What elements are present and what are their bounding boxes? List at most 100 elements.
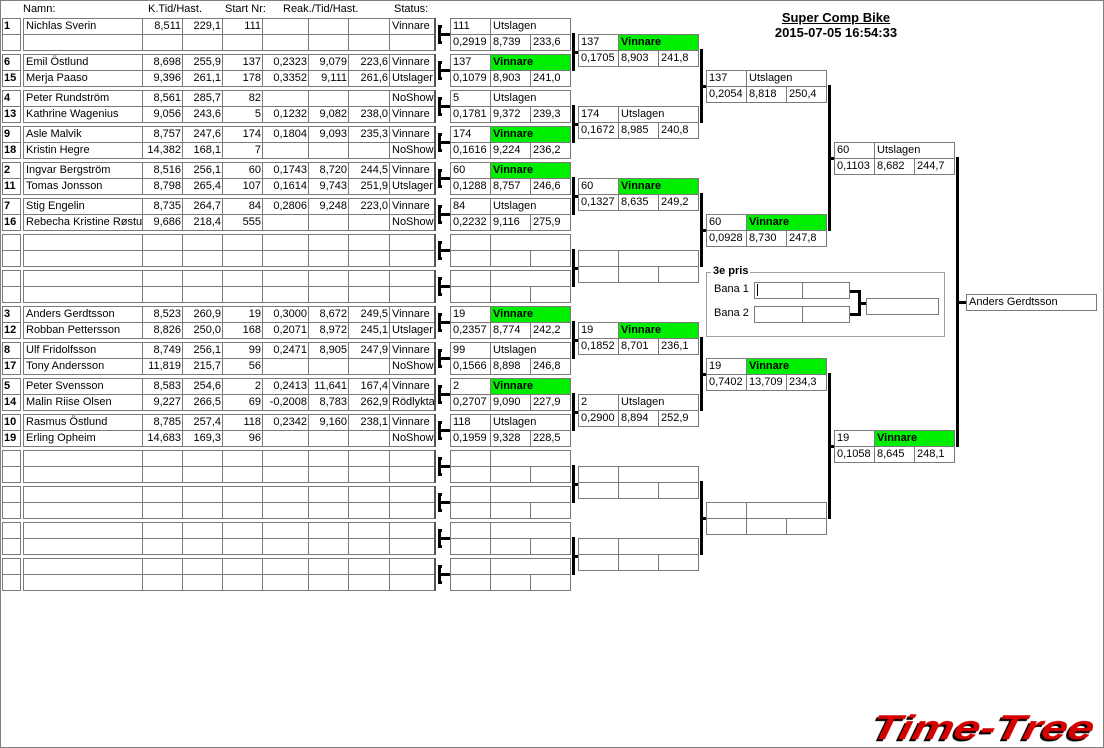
heat-speed	[658, 482, 699, 499]
bracket-line	[438, 457, 441, 475]
participant-reak	[262, 250, 310, 267]
champion-box: Anders Gerdtsson	[966, 294, 1097, 311]
third-result[interactable]	[866, 298, 939, 315]
participant-kt	[142, 234, 184, 251]
participant-name	[23, 34, 144, 51]
participant-status: Vinnare	[389, 306, 435, 323]
participant-reak	[262, 522, 310, 539]
participant-name: Anders Gerdtsson	[23, 306, 144, 323]
heat-speed	[530, 574, 571, 591]
seed-number	[2, 522, 21, 539]
participant-hast	[348, 558, 391, 575]
bracket-line	[956, 301, 966, 304]
heat-speed: 236,2	[530, 142, 571, 159]
bracket-line	[700, 373, 706, 376]
heat-start-number: 111	[450, 18, 491, 35]
participant-name: Stig Engelin	[23, 198, 144, 215]
participant-name: Asle Malvik	[23, 126, 144, 143]
row-border	[434, 522, 436, 555]
bracket-line	[440, 501, 450, 504]
participant-start	[222, 466, 264, 483]
participant-name: Kathrine Wagenius	[23, 106, 144, 123]
heat-time: 8,739	[490, 34, 531, 51]
participant-tid	[308, 430, 350, 447]
seed-number: 12	[2, 322, 21, 339]
lane2-num[interactable]	[754, 306, 803, 323]
row-border	[434, 450, 436, 483]
row-border	[434, 486, 436, 519]
participant-hast	[348, 18, 391, 35]
seed-number: 5	[2, 378, 21, 395]
participant-status: Vinnare	[389, 126, 435, 143]
participant-status: Utslager	[389, 70, 435, 87]
heat-start-number	[450, 270, 491, 287]
participant-tid: 8,672	[308, 306, 350, 323]
participant-status: Vinnare	[389, 342, 435, 359]
seed-number: 16	[2, 214, 21, 231]
participant-hast	[348, 234, 391, 251]
third-place-label: 3e pris	[711, 265, 751, 277]
bracket-line	[440, 105, 450, 108]
third-place-group	[706, 272, 945, 337]
seed-number	[2, 286, 21, 303]
participant-tid: 9,160	[308, 414, 350, 431]
seed-number: 11	[2, 178, 21, 195]
bracket-line	[440, 357, 450, 360]
bracket-line	[440, 33, 450, 36]
bracket-line	[440, 249, 450, 252]
participant-tid	[308, 90, 350, 107]
bracket-line	[438, 421, 442, 424]
participant-hast	[348, 286, 391, 303]
row-border	[434, 126, 436, 159]
heat-reaction: 0,2054	[706, 86, 747, 103]
participant-tid	[308, 234, 350, 251]
participant-tid: 9,082	[308, 106, 350, 123]
participant-kt: 9,227	[142, 394, 184, 411]
heat-status	[746, 502, 827, 519]
seed-number	[2, 574, 21, 591]
participant-hast: 238,0	[348, 106, 391, 123]
heat-reaction	[450, 466, 491, 483]
participant-status	[389, 538, 435, 555]
lane2-status[interactable]	[802, 306, 850, 323]
participant-start: 111	[222, 18, 264, 35]
lane1-status[interactable]	[802, 282, 850, 299]
participant-tid: 9,079	[308, 54, 350, 71]
heat-time: 8,898	[490, 358, 531, 375]
participant-reak	[262, 234, 310, 251]
participant-name: Robban Pettersson	[23, 322, 144, 339]
bracket-line	[438, 221, 442, 224]
participant-start	[222, 270, 264, 287]
participant-start: 56	[222, 358, 264, 375]
participant-status	[389, 502, 435, 519]
participant-status: Vinnare	[389, 18, 435, 35]
bracket-line	[440, 573, 450, 576]
heat-start-number	[578, 538, 619, 555]
participant-name: Tony Andersson	[23, 358, 144, 375]
heat-speed: 244,7	[914, 158, 955, 175]
heat-speed	[530, 466, 571, 483]
participant-reak: 0,2806	[262, 198, 310, 215]
heat-speed	[786, 518, 827, 535]
participant-start: 107	[222, 178, 264, 195]
bracket-line	[438, 385, 441, 403]
heat-status: Vinnare	[874, 430, 955, 447]
participant-kt	[142, 450, 184, 467]
heat-start-number: 60	[706, 214, 747, 231]
heat-reaction	[450, 574, 491, 591]
heat-start-number: 137	[450, 54, 491, 71]
participant-kt: 8,757	[142, 126, 184, 143]
seed-number	[2, 558, 21, 575]
participant-status	[389, 466, 435, 483]
lane1-num[interactable]	[754, 282, 803, 299]
bracket-line	[438, 349, 442, 352]
participant-kt: 14,382	[142, 142, 184, 159]
participant-status: Vinnare	[389, 106, 435, 123]
participant-kh: 169,3	[182, 430, 224, 447]
participant-name: Peter Rundström	[23, 90, 144, 107]
heat-reaction	[578, 482, 619, 499]
heat-start-number: 5	[450, 90, 491, 107]
participant-kh	[182, 486, 224, 503]
participant-status: Vinnare	[389, 414, 435, 431]
participant-reak: 0,1614	[262, 178, 310, 195]
